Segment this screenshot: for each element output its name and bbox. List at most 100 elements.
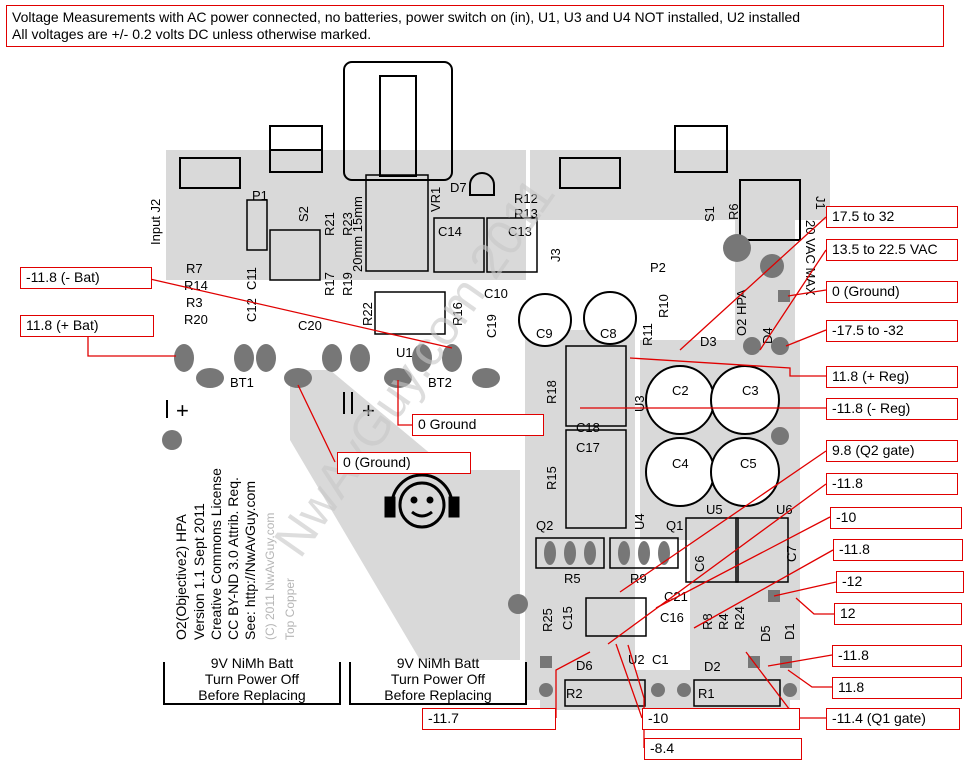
label-vr1: VR1 [428, 187, 443, 212]
callout-n117: -11.7 [422, 708, 556, 730]
label-c10: C10 [484, 286, 508, 301]
header-note: Voltage Measurements with AC power conne… [6, 5, 944, 47]
label-q2: Q2 [536, 518, 553, 533]
label-r4: R4 [716, 613, 731, 630]
callout-q1-gate: -11.4 (Q1 gate) [826, 708, 960, 730]
label-c6: C6 [692, 555, 707, 572]
callout-j1-ac: 13.5 to 22.5 VAC [826, 239, 958, 261]
label-r14: R14 [184, 278, 208, 293]
label-r21: R21 [322, 212, 337, 236]
label-r12: R12 [514, 191, 538, 206]
batt-note-2c: Before Replacing [384, 687, 491, 703]
callout-12: 12 [834, 603, 962, 625]
batt-note-1c: Before Replacing [198, 687, 305, 703]
label-bt1: BT1 [230, 375, 254, 390]
label-u1: U1 [396, 345, 413, 360]
label-c18: C18 [576, 420, 600, 435]
label-r20: R20 [184, 312, 208, 327]
board-info-4: CC BY-ND 3.0 Attrib. Req. [225, 477, 241, 640]
label-r15: R15 [544, 466, 559, 490]
label-q1: Q1 [666, 518, 683, 533]
callout-ground-1: 0 Ground [412, 414, 544, 436]
callout-118: 11.8 [832, 677, 962, 699]
label-c2: C2 [672, 383, 689, 398]
label-j3: J3 [548, 248, 563, 262]
batt-note-2b: Turn Power Off [391, 671, 485, 687]
callout-n10-a: -10 [830, 507, 962, 529]
callout-pos-reg: 11.8 (+ Reg) [826, 366, 958, 388]
board-info-3: Creative Commons License [208, 468, 224, 640]
label-input-j2: Input J2 [148, 199, 163, 245]
callout-n10-b: -10 [642, 708, 800, 730]
label-c11: C11 [244, 267, 259, 290]
battery-polarity-marks [166, 392, 353, 418]
label-r19: R19 [340, 272, 355, 296]
label-c14: C14 [438, 224, 462, 239]
callout-j1-dc: 17.5 to 32 [826, 206, 958, 228]
label-d1: D1 [782, 623, 797, 640]
batt-note-1b: Turn Power Off [205, 671, 299, 687]
callout-ground-2: 0 (Ground) [337, 452, 471, 474]
label-c15: C15 [560, 606, 575, 630]
plus-sign-bt1: + [176, 398, 189, 423]
callout-n118-a: -11.8 [826, 473, 958, 495]
label-s2: S2 [296, 206, 311, 222]
label-r2: R2 [566, 686, 583, 701]
callout-j1-gnd: 0 (Ground) [826, 281, 958, 303]
label-r11: R11 [640, 323, 655, 346]
electrolytic-capacitors [518, 291, 780, 507]
label-r7: R7 [186, 261, 203, 276]
label-u6: U6 [776, 502, 793, 517]
callout-n118-c: -11.8 [832, 645, 962, 667]
label-r1: R1 [698, 686, 715, 701]
label-d5: D5 [758, 625, 773, 642]
label-c13: C13 [508, 224, 532, 239]
headphone-logo-icon [384, 473, 460, 529]
callout-j1-neg: -17.5 to -32 [826, 320, 958, 342]
copyright-text: (C) 2011 NwAvGuy.com [263, 513, 277, 640]
label-vac-max: 20 VAC MAX [803, 220, 818, 296]
batt-note-2a: 9V NiMh Batt [397, 655, 480, 671]
plus-sign-bt2: + [362, 398, 375, 423]
callout-n84: -8.4 [644, 738, 802, 760]
callout-neg-reg: -11.8 (- Reg) [826, 398, 958, 420]
top-copper-text: Top Copper [283, 578, 297, 640]
callout-q2-gate: 9.8 (Q2 gate) [826, 440, 958, 462]
label-r17: R17 [322, 272, 337, 296]
label-r13: R13 [514, 206, 538, 221]
label-c17: C17 [576, 440, 600, 455]
label-c3: C3 [742, 383, 759, 398]
label-c12: C12 [244, 298, 259, 322]
label-c9: C9 [536, 326, 553, 341]
label-c4: C4 [672, 456, 689, 471]
label-r25: R25 [540, 608, 555, 632]
board-info-5: See: http://NwAvGuy.com [242, 481, 258, 640]
label-j1: J1 [813, 196, 828, 210]
board-info-2: Version 1.1 Sept 2011 [191, 503, 207, 640]
label-p2: P2 [650, 260, 666, 275]
label-r6: R6 [726, 203, 741, 220]
label-r8: R8 [700, 613, 715, 630]
label-c16: C16 [660, 610, 684, 625]
transistor-pads [544, 541, 670, 565]
header-line-1: Voltage Measurements with AC power conne… [12, 9, 801, 25]
label-d6: D6 [576, 658, 593, 673]
batt-note-1a: 9V NiMh Batt [211, 655, 294, 671]
header-line-2: All voltages are +/- 0.2 volts DC unless… [12, 26, 372, 42]
label-u2: U2 [628, 652, 645, 667]
board-info-1: O2(Objective2) HPA [173, 514, 189, 640]
label-mm: 20mm 15mm [350, 196, 365, 272]
callout-n12: -12 [836, 571, 964, 593]
label-u5: U5 [706, 502, 723, 517]
callout-neg-bat: -11.8 (- Bat) [20, 267, 152, 289]
label-o2hpa: O2 HPA [734, 289, 749, 336]
label-bt2: BT2 [428, 375, 452, 390]
label-c8: C8 [600, 326, 617, 341]
label-d3: D3 [700, 334, 717, 349]
label-d4: D4 [760, 327, 775, 344]
label-c19: C19 [484, 314, 499, 338]
callout-pos-bat: 11.8 (+ Bat) [20, 315, 154, 337]
label-r10: R10 [656, 294, 671, 318]
label-r24: R24 [732, 606, 747, 630]
